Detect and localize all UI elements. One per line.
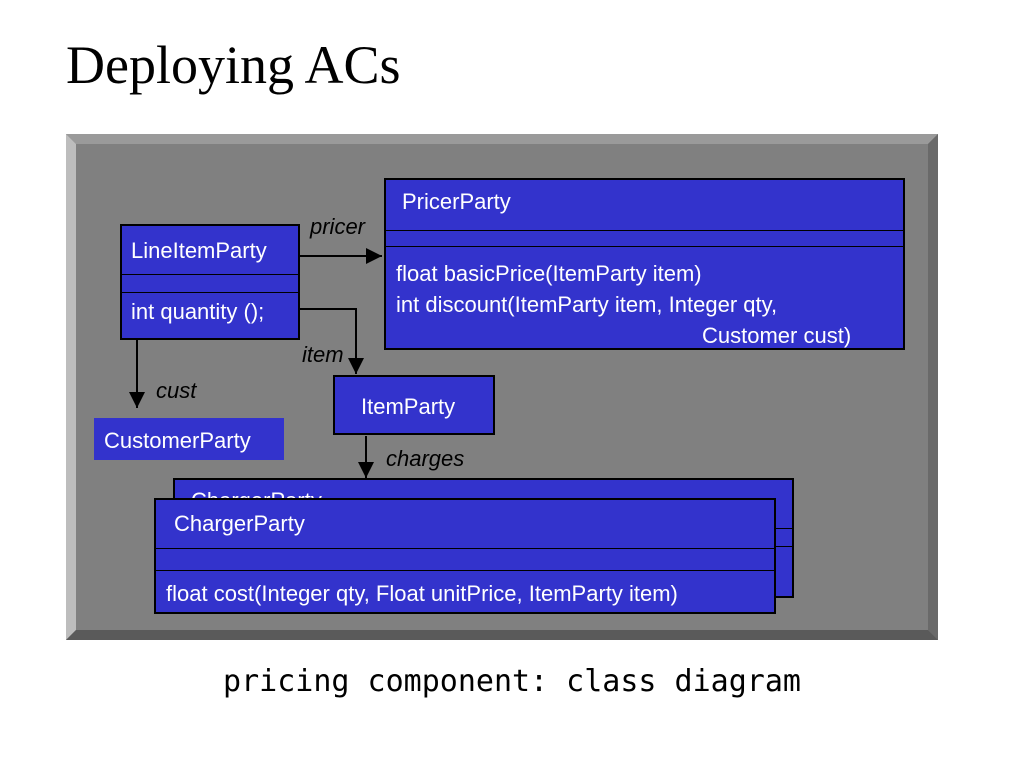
class-name: ItemParty <box>361 394 456 419</box>
slide-title: Deploying ACs <box>66 35 401 95</box>
class-item-party: ItemParty <box>333 375 495 435</box>
class-charger-party: ChargerParty float cost(Integer qty, Flo… <box>154 498 776 614</box>
label-charges: charges <box>386 446 465 471</box>
arrow-item <box>300 308 364 374</box>
label-cust: cust <box>156 378 197 403</box>
class-pricer-party: PricerParty float basicPrice(ItemParty i… <box>384 178 905 350</box>
class-customer-party: CustomerParty <box>94 418 284 460</box>
class-name: PricerParty <box>402 189 511 214</box>
label-item: item <box>302 342 344 367</box>
class-line-item-party: LineItemParty int quantity (); <box>120 224 300 340</box>
label-pricer: pricer <box>310 214 366 239</box>
class-name: CustomerParty <box>104 428 251 453</box>
method: Customer cust) <box>702 323 852 348</box>
method: int discount(ItemParty item, Integer qty… <box>396 292 778 317</box>
class-name: LineItemParty <box>131 238 267 263</box>
method: int quantity (); <box>131 299 265 324</box>
method: float cost(Integer qty, Float unitPrice,… <box>166 581 678 606</box>
class-name: ChargerParty <box>174 511 305 536</box>
method: float basicPrice(ItemParty item) <box>396 261 702 286</box>
slide-caption: pricing component: class diagram <box>223 664 801 699</box>
